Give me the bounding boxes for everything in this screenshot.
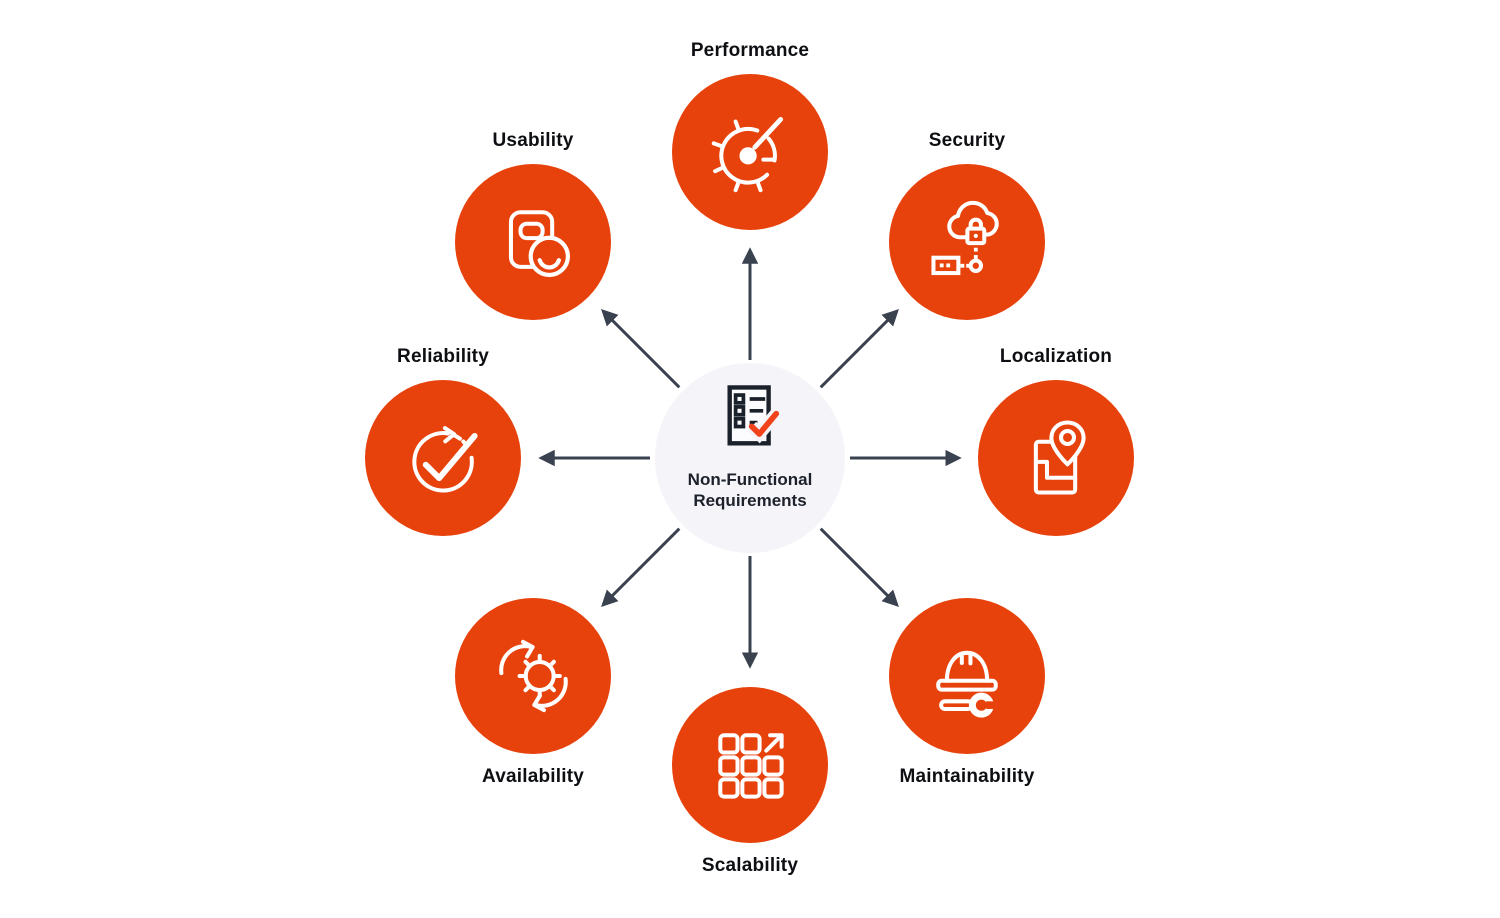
center-title: Non-Functional Requirements	[687, 470, 813, 511]
circular-check-icon	[412, 426, 478, 493]
localization-circle	[978, 380, 1134, 536]
node-label: Maintainability	[899, 766, 1035, 787]
availability-circle	[455, 598, 611, 754]
gear-sync-icon	[499, 639, 568, 713]
cloud-lock-icon	[931, 200, 999, 276]
grid-expand-icon	[718, 733, 784, 799]
node-label: Localization	[999, 346, 1113, 367]
node-label: Security	[928, 130, 1006, 151]
map-pin-icon	[1033, 420, 1086, 495]
node-scalability: Scalability	[672, 687, 828, 876]
node-label: Usability	[492, 130, 574, 151]
arrow-to-maintainability	[819, 527, 899, 607]
node-label: Reliability	[397, 346, 489, 367]
speedometer-icon	[711, 117, 784, 193]
center-hub: Non-Functional Requirements	[655, 363, 845, 553]
performance-circle	[672, 74, 828, 230]
app-smiley-icon	[508, 210, 570, 278]
arrow-to-usability	[601, 309, 681, 389]
maintainability-circle	[889, 598, 1045, 754]
node-security: Security	[889, 130, 1045, 320]
node-maintainability: Maintainability	[889, 598, 1045, 787]
grid-expand-icon-circle	[672, 687, 828, 843]
security-circle	[889, 164, 1045, 320]
arrow-to-security	[819, 309, 899, 389]
checklist-icon	[727, 385, 782, 446]
node-label: Availability	[481, 766, 585, 787]
node-availability: Availability	[455, 598, 611, 787]
usability-circle	[455, 164, 611, 320]
node-label: Performance	[690, 40, 810, 61]
hard-hat-wrench-icon	[936, 650, 998, 718]
node-reliability: Reliability	[365, 346, 521, 536]
node-localization: Localization	[978, 346, 1134, 536]
node-usability: Usability	[455, 130, 611, 320]
reliability-circle	[365, 380, 521, 536]
node-label: Scalability	[701, 855, 799, 876]
arrow-to-availability	[601, 527, 681, 607]
node-performance: Performance	[672, 40, 828, 230]
